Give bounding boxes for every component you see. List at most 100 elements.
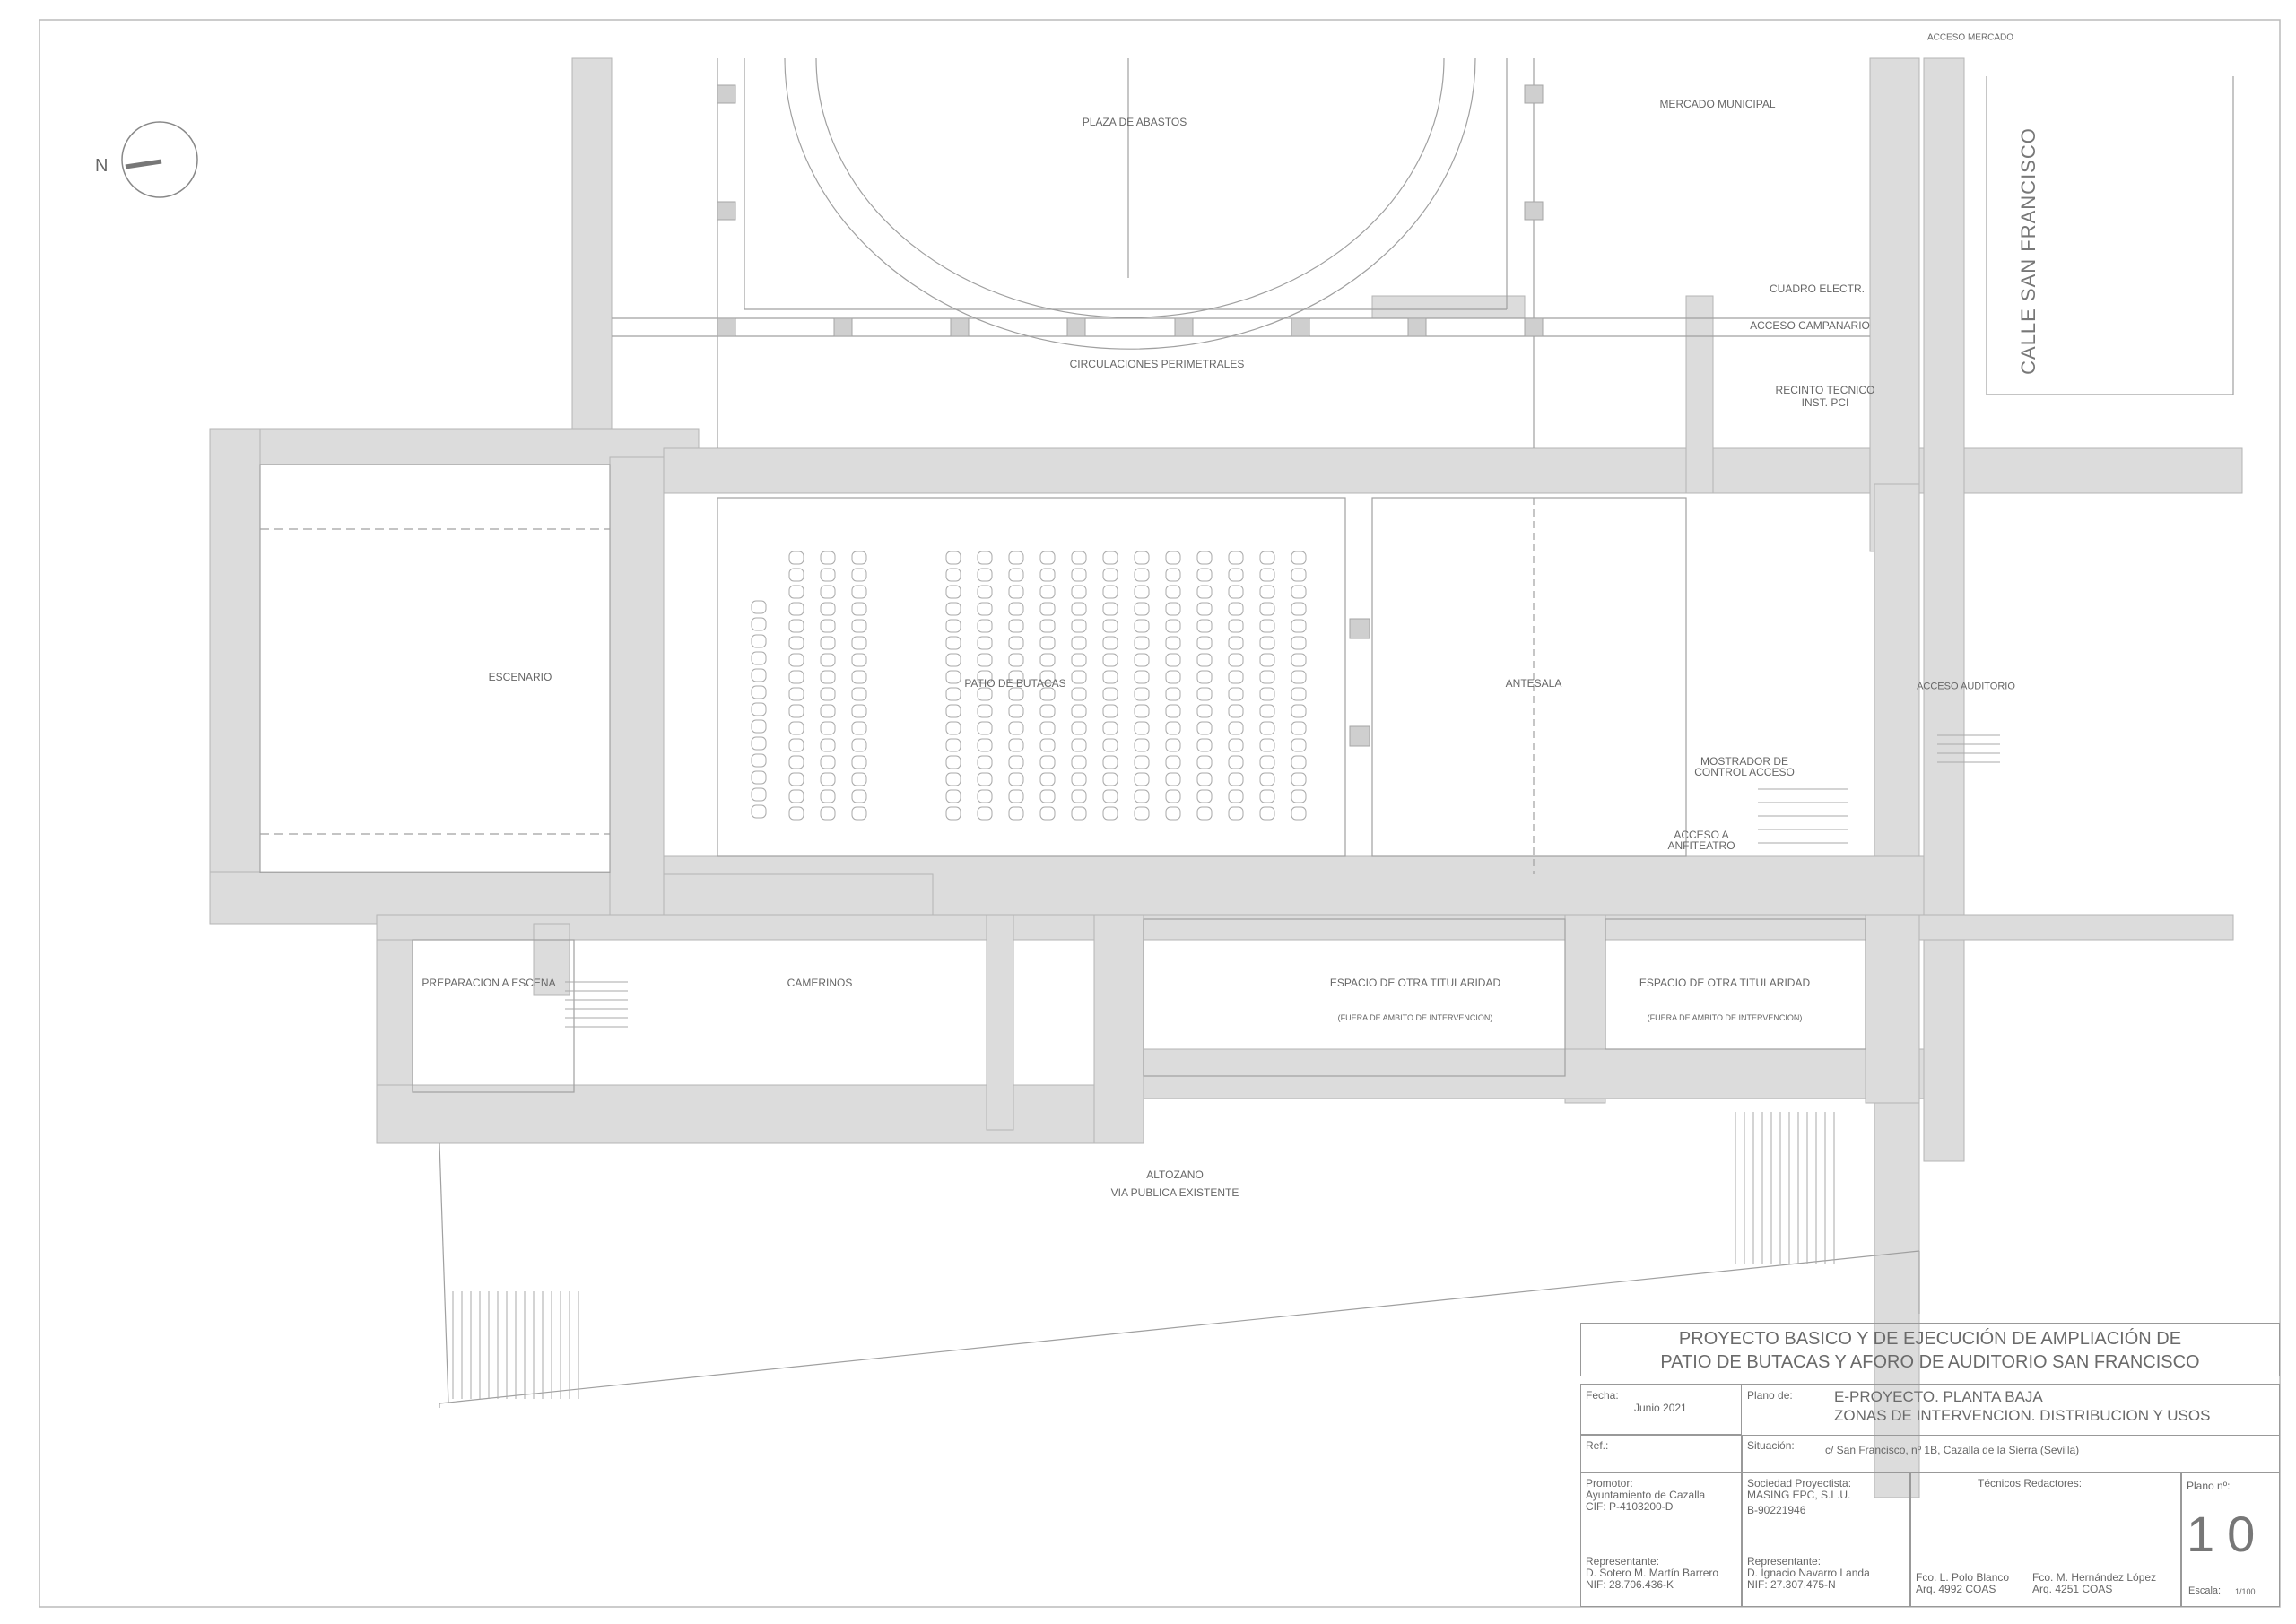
- seat: [1196, 687, 1213, 701]
- seat: [1134, 704, 1150, 718]
- seat: [851, 755, 867, 769]
- seat: [788, 721, 804, 735]
- seat: [1102, 721, 1118, 735]
- seat: [1165, 568, 1181, 582]
- seat: [1039, 806, 1056, 821]
- seat: [1102, 670, 1118, 684]
- label-altozano: ALTOZANO: [1146, 1168, 1204, 1182]
- seat: [1008, 721, 1024, 735]
- seat: [1008, 602, 1024, 616]
- seat: [1039, 755, 1056, 769]
- seat: [1291, 568, 1307, 582]
- seat: [1228, 619, 1244, 633]
- seat: [1102, 636, 1118, 650]
- seat: [1196, 755, 1213, 769]
- label-inst-pci: INST. PCI: [1801, 396, 1849, 410]
- seat: [851, 619, 867, 633]
- seat: [1165, 789, 1181, 803]
- seat: [1071, 721, 1087, 735]
- ref-label: Ref.:: [1586, 1439, 1609, 1452]
- seat: [820, 789, 836, 803]
- seat: [1291, 636, 1307, 650]
- seat: [820, 568, 836, 582]
- label-acceso-anfiteatro-2: ANFITEATRO: [1667, 839, 1735, 853]
- seat: [1008, 636, 1024, 650]
- seat: [1008, 687, 1024, 701]
- seat: [1008, 619, 1024, 633]
- seat: [1134, 619, 1150, 633]
- seat: [1071, 789, 1087, 803]
- seat: [945, 755, 961, 769]
- seat: [1259, 704, 1275, 718]
- seat: [1008, 755, 1024, 769]
- seat: [851, 789, 867, 803]
- seat: [1039, 772, 1056, 786]
- seat: [820, 806, 836, 821]
- label-acceso-anfiteatro-1: ACCESO A: [1674, 829, 1729, 842]
- outlines: [259, 57, 2234, 1408]
- seat: [788, 687, 804, 701]
- seat: [751, 719, 767, 734]
- seat: [945, 721, 961, 735]
- seat: [788, 653, 804, 667]
- seat: [1259, 755, 1275, 769]
- seat: [851, 670, 867, 684]
- seat: [977, 772, 993, 786]
- seat: [1039, 789, 1056, 803]
- label-otra-titularidad-2: ESPACIO DE OTRA TITULARIDAD: [1639, 977, 1811, 990]
- seat: [1134, 568, 1150, 582]
- seat: [1134, 772, 1150, 786]
- seat: [945, 636, 961, 650]
- seat: [788, 789, 804, 803]
- seat: [1102, 619, 1118, 633]
- seat: [977, 806, 993, 821]
- seat: [977, 585, 993, 599]
- rep2-name: D. Ignacio Navarro Landa: [1747, 1567, 1870, 1579]
- seat: [851, 551, 867, 565]
- seat: [1196, 721, 1213, 735]
- label-mostrador-2: CONTROL ACCESO: [1694, 766, 1795, 779]
- seat: [751, 668, 767, 682]
- rep1-label: Representante:: [1586, 1555, 1660, 1568]
- seat: [820, 687, 836, 701]
- seat: [1165, 602, 1181, 616]
- seat: [1291, 704, 1307, 718]
- seat: [977, 619, 993, 633]
- north-label: N: [95, 156, 109, 176]
- seat: [1196, 568, 1213, 582]
- escala-label: Escala:: [2188, 1585, 2222, 1596]
- seat: [977, 636, 993, 650]
- seat: [851, 738, 867, 752]
- seat: [977, 670, 993, 684]
- label-calle-san-francisco: CALLE SAN FRANCISCO: [2017, 127, 2039, 375]
- seat: [1165, 755, 1181, 769]
- seat: [788, 551, 804, 565]
- seat: [977, 551, 993, 565]
- rep1-name: D. Sotero M. Martín Barrero: [1586, 1567, 1719, 1579]
- promotor-name: Ayuntamiento de Cazalla: [1586, 1489, 1706, 1501]
- seat: [1102, 738, 1118, 752]
- seat: [1039, 670, 1056, 684]
- rep2-nif: NIF: 27.307.475-N: [1747, 1578, 1836, 1591]
- plano-line2: ZONAS DE INTERVENCION. DISTRIBUCION Y US…: [1834, 1407, 2211, 1424]
- seat: [1102, 704, 1118, 718]
- seat: [1039, 721, 1056, 735]
- seat: [1134, 636, 1150, 650]
- seat: [1196, 636, 1213, 650]
- label-preparacion-escena: PREPARACION A ESCENA: [422, 977, 556, 990]
- cell-ref: [1580, 1435, 1742, 1472]
- rep2-label: Representante:: [1747, 1555, 1822, 1568]
- seat: [1165, 585, 1181, 599]
- seat: [1196, 585, 1213, 599]
- seat: [851, 806, 867, 821]
- label-escenario: ESCENARIO: [488, 671, 552, 684]
- tec2-arq: Arq. 4251 COAS: [2032, 1583, 2113, 1595]
- seat: [945, 789, 961, 803]
- seat: [1071, 585, 1087, 599]
- label-mercado-municipal: MERCADO MUNICIPAL: [1659, 98, 1776, 111]
- cell-situacion: [1742, 1435, 2280, 1472]
- seat: [1259, 551, 1275, 565]
- seat: [1259, 738, 1275, 752]
- seat: [1071, 738, 1087, 752]
